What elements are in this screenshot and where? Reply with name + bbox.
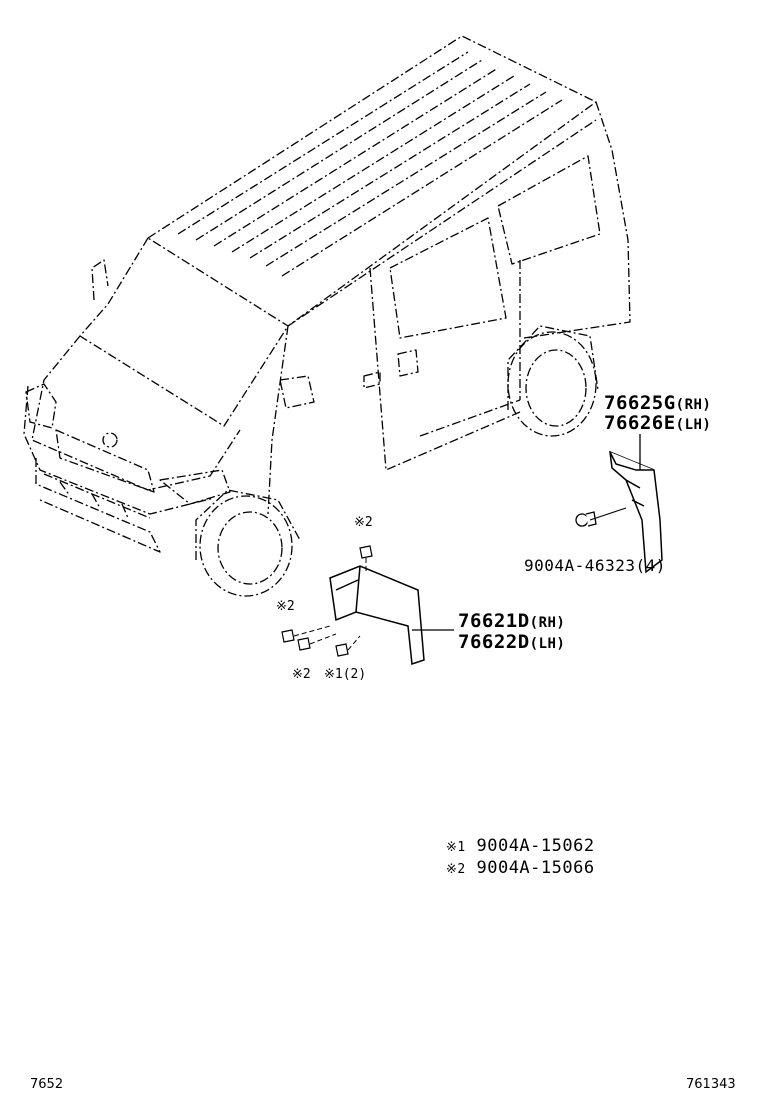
rear-mudguard-lh-number: 76626E [604, 412, 676, 434]
rear-mudguard-lh-label: 76626E(LH) [604, 414, 711, 433]
footer-left-code: 7652 [30, 1077, 64, 1092]
screw-set [281, 545, 373, 657]
rear-mudguard-lh-side: (LH) [675, 417, 712, 433]
front-mudguard-part [329, 565, 425, 666]
front-mudguard-lh-side: (LH) [529, 636, 566, 652]
rear-mudguard-rh-side: (RH) [675, 397, 712, 413]
front-mudguard-rh-label: 76621D(RH) [458, 612, 565, 631]
callout-screw-top: ※2 [354, 515, 373, 530]
legend-row-1: ※1 9004A-15062 [446, 838, 595, 855]
legend-part-1: 9004A-15062 [476, 836, 595, 856]
front-mudguard-rh-number: 76621D [458, 610, 530, 632]
rear-fastener-leader [589, 507, 627, 521]
screw-leaders [293, 558, 367, 651]
legend-mark-1: ※1 [446, 840, 466, 855]
front-mudguard-lh-number: 76622D [458, 631, 530, 653]
callout-screw-bottom-left: ※2 [292, 667, 311, 682]
rear-fastener-label: 9004A-46323(4) [524, 556, 666, 575]
legend-mark-2: ※2 [446, 862, 466, 877]
front-mudguard-lh-label: 76622D(LH) [458, 633, 565, 652]
callout-screw-bottom-right: ※1(2) [324, 667, 367, 682]
rear-mudguard-part [609, 450, 663, 574]
rear-mudguard-rh-number: 76625G [604, 392, 676, 414]
callout-screw-left: ※2 [276, 599, 295, 614]
rear-mudguard-rh-label: 76625G(RH) [604, 394, 711, 413]
footer-right-code: 761343 [686, 1077, 736, 1092]
front-mudguard-rh-side: (RH) [529, 615, 566, 631]
legend-part-2: 9004A-15066 [476, 858, 595, 878]
legend-row-2: ※2 9004A-15066 [446, 860, 595, 877]
van-outline [23, 35, 631, 597]
